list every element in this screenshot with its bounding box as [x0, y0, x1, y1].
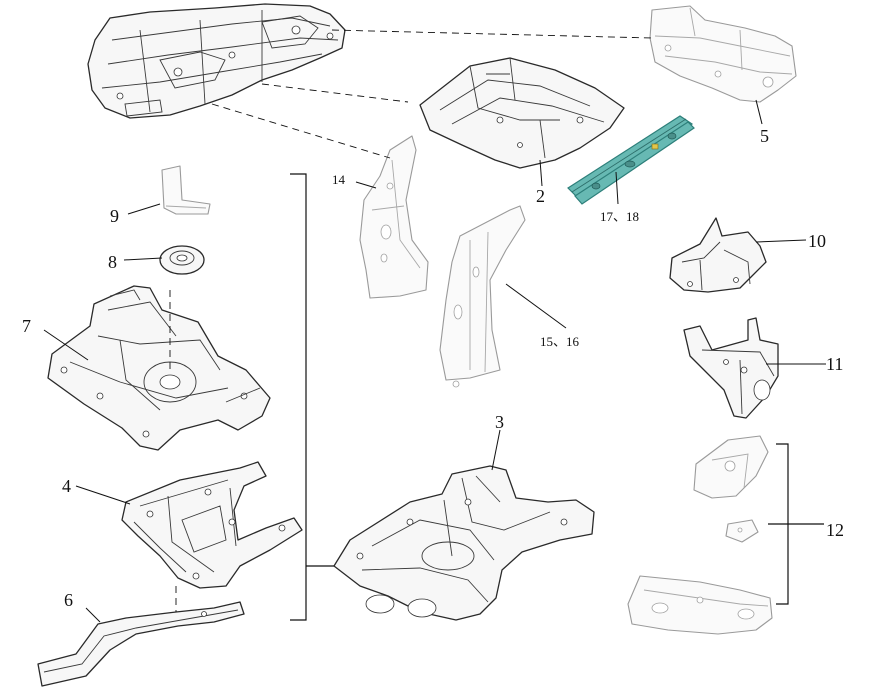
dashed-leader-lines: [169, 29, 653, 612]
callout-17-18: 17、18: [600, 209, 639, 224]
callout-14: 14: [332, 172, 346, 187]
part-17-18-side-rail-highlighted: [567, 115, 695, 205]
callout-12: 12: [826, 520, 844, 540]
grouping-brackets: [290, 173, 824, 621]
part-14-pillar: [359, 135, 429, 299]
part-2-floor-panel: [419, 57, 625, 169]
callout-3: 3: [495, 412, 504, 432]
callout-4: 4: [62, 476, 71, 496]
callout-10: 10: [808, 231, 826, 251]
part-8-grommet: [159, 245, 205, 275]
part-5-rear-panel: [649, 5, 797, 103]
part-7-floor-pan: [47, 285, 271, 451]
part-15-16-pillar: [439, 205, 526, 388]
part-11-bracket: [683, 317, 779, 419]
part-9-bracket: [161, 165, 211, 215]
callout-15-16: 15、16: [540, 334, 580, 349]
callout-9: 9: [110, 206, 119, 226]
part-6-sill-rail: [37, 601, 245, 687]
floor-assembly-overview: [87, 3, 346, 119]
callout-7: 7: [22, 316, 31, 336]
callout-6: 6: [64, 590, 73, 610]
part-3-front-floor: [333, 465, 595, 621]
part-12-group: [627, 435, 773, 635]
callout-2: 2: [536, 186, 545, 206]
callout-labels: 2 3 4 5 6 7 8 9 10 11 12 14 15、16 17、18: [22, 126, 844, 610]
callout-leaders: [43, 99, 826, 623]
callout-11: 11: [826, 354, 843, 374]
callout-5: 5: [760, 126, 769, 146]
part-4-rear-frame: [121, 461, 303, 589]
callout-8: 8: [108, 252, 117, 272]
part-10-bracket: [669, 217, 767, 293]
